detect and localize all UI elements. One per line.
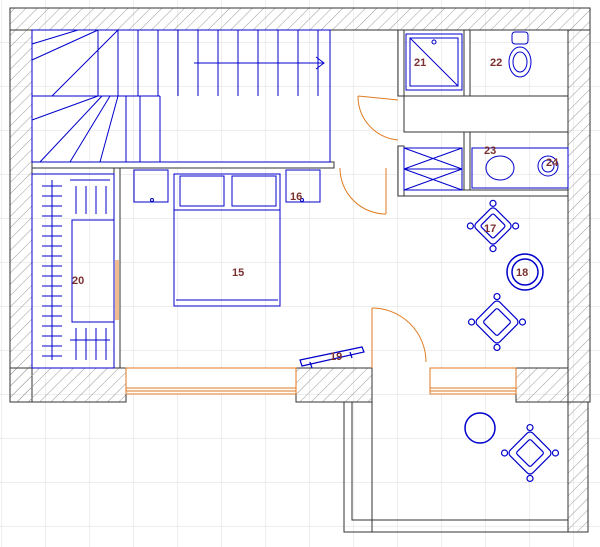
shower-icon xyxy=(405,33,463,91)
label-washbasin: 23 xyxy=(484,145,496,157)
armchair-icon xyxy=(466,199,560,483)
bed-icon xyxy=(173,173,281,307)
cabinet-icon xyxy=(403,147,463,191)
label-lounge-chair: 19 xyxy=(330,351,342,363)
label-nightstand: 16 xyxy=(290,191,302,203)
windows xyxy=(125,367,517,395)
round-table-icon xyxy=(464,253,544,444)
label-toilet: 22 xyxy=(490,57,502,69)
toilet-icon xyxy=(508,31,532,78)
label-washbasin-small: 24 xyxy=(546,157,559,169)
wardrobe-icon xyxy=(31,173,115,369)
lounge-chair-icon xyxy=(299,346,365,369)
stair-icon xyxy=(31,29,331,163)
label-wardrobe: 20 xyxy=(72,275,84,287)
interior-walls xyxy=(31,29,569,369)
label-armchair: 17 xyxy=(484,223,496,235)
balcony-outline xyxy=(343,402,568,533)
label-shower: 21 xyxy=(414,57,426,69)
label-round-table: 18 xyxy=(516,267,528,279)
nightstand-icon xyxy=(133,169,321,203)
washbasin-icon xyxy=(471,147,569,189)
label-bed: 15 xyxy=(232,267,244,279)
door-swing-icon xyxy=(115,95,427,368)
